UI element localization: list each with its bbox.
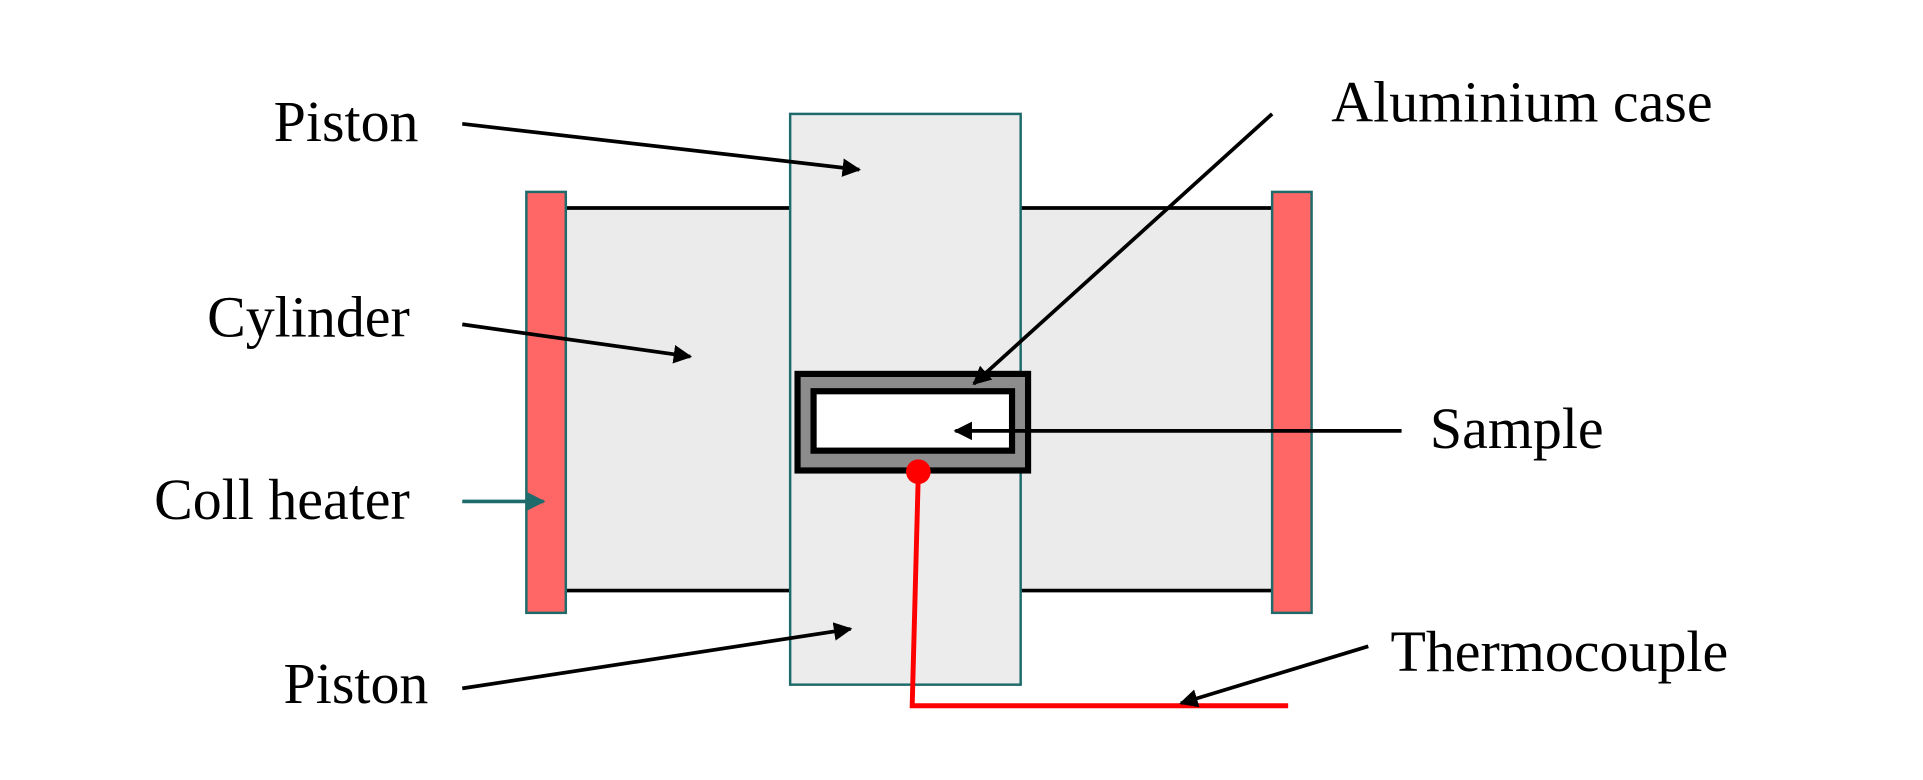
arrow-piston-bottom <box>461 622 853 691</box>
label-cylinder: Cylinder <box>207 285 410 350</box>
thermocouple <box>906 459 1289 709</box>
arrow-cylinder <box>462 322 693 364</box>
label-piston-top: Piston <box>274 89 419 154</box>
arrow-thermocouple <box>1179 644 1369 708</box>
leader-lines <box>461 112 1402 708</box>
arrow-piston-top <box>462 121 862 177</box>
aluminium-case <box>794 370 1032 474</box>
label-coil-heater: Coll heater <box>154 467 410 532</box>
arrow-aluminium-case <box>972 112 1274 386</box>
coil-heater-left <box>525 190 568 615</box>
label-piston-bottom: Piston <box>284 651 429 716</box>
thermocouple-junction <box>906 459 931 485</box>
coil-heater-right <box>1270 190 1313 615</box>
label-thermocouple: Thermocouple <box>1390 619 1728 684</box>
label-sample: Sample <box>1430 396 1604 461</box>
label-aluminium-case: Aluminium case <box>1331 69 1712 134</box>
sample <box>810 388 1016 454</box>
